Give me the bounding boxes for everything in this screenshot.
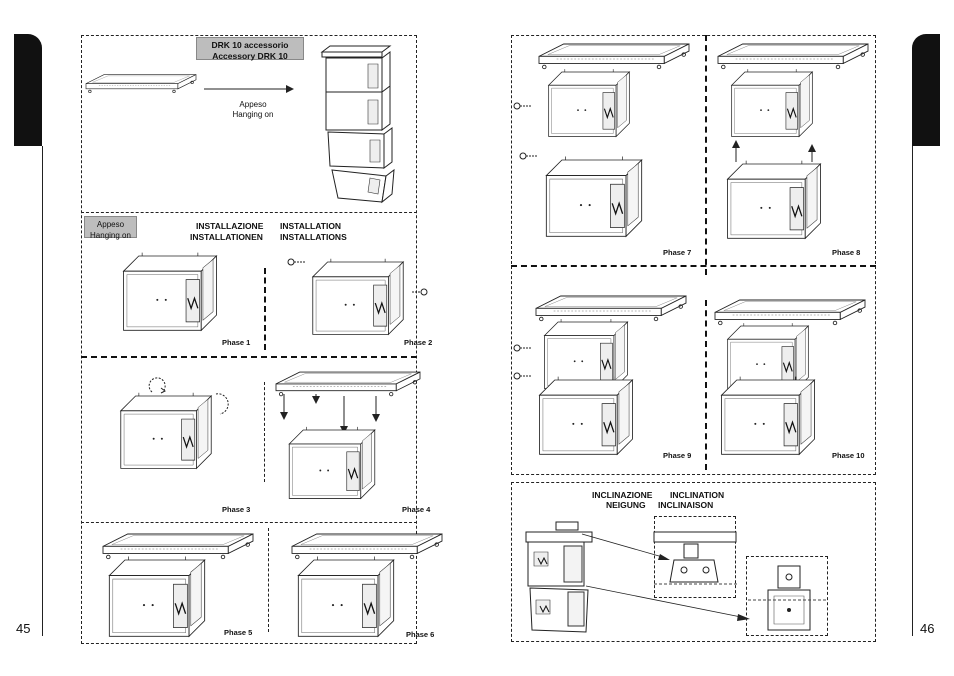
phase-8-label: Phase 8 bbox=[832, 248, 861, 257]
inclination-frame bbox=[511, 482, 876, 642]
right-page-frame-top bbox=[511, 35, 876, 475]
divider bbox=[705, 35, 707, 275]
phase-3-label: Phase 3 bbox=[222, 505, 251, 514]
screw-icon bbox=[412, 288, 428, 296]
tilt-detail-box-2 bbox=[746, 556, 828, 636]
hanging-array-illustration bbox=[318, 44, 398, 204]
phase-10-speaker-bottom bbox=[720, 375, 816, 455]
appeso-caption: Appeso Hanging on bbox=[222, 100, 284, 120]
install-title-fr: INSTALLATIONS bbox=[280, 232, 347, 242]
tilt-title-fr: INCLINAISON bbox=[658, 500, 714, 510]
phase-7-speaker-bottom bbox=[545, 155, 643, 237]
screw-icon bbox=[520, 152, 540, 160]
arrow-right-icon bbox=[204, 85, 294, 93]
screw-icon bbox=[514, 372, 534, 380]
left-page-number: 45 bbox=[16, 621, 31, 636]
right-page-number: 46 bbox=[920, 621, 935, 636]
tilt-detail-1-illustration bbox=[654, 530, 738, 596]
up-arrows-icon bbox=[732, 140, 816, 162]
divider bbox=[511, 265, 876, 267]
phase-8-speaker-top bbox=[731, 68, 813, 138]
tilt-detail-box-1 bbox=[654, 516, 736, 598]
phase-1-illustration bbox=[122, 251, 218, 331]
phase-1-label: Phase 1 bbox=[222, 338, 251, 347]
phase-6-speaker-illustration bbox=[297, 555, 395, 637]
tilt-title-de: NEIGUNG bbox=[606, 500, 646, 510]
right-page-tab bbox=[912, 34, 940, 146]
left-page-tab bbox=[14, 34, 42, 146]
phase-8-frame-illustration bbox=[717, 43, 869, 70]
tilt-title-it: INCLINAZIONE bbox=[592, 490, 653, 500]
screw-icon bbox=[514, 344, 534, 352]
phase-7-speaker-top bbox=[548, 68, 630, 138]
accessory-frame-illustration bbox=[85, 74, 197, 94]
divider bbox=[705, 300, 707, 470]
phase-5-label: Phase 5 bbox=[224, 628, 253, 637]
appeso-caption-line2: Hanging on bbox=[232, 110, 274, 119]
phase-9-label: Phase 9 bbox=[663, 451, 692, 460]
phase-2-label: Phase 2 bbox=[404, 338, 433, 347]
phase-4-speaker-illustration bbox=[288, 426, 376, 500]
divider bbox=[264, 268, 266, 350]
right-page-edge bbox=[912, 146, 913, 636]
screw-icon bbox=[514, 102, 534, 110]
phase-10-label: Phase 10 bbox=[832, 451, 865, 460]
accessory-label-box: DRK 10 accessorio Accessory DRK 10 bbox=[196, 37, 304, 61]
down-arrows-icon bbox=[280, 394, 380, 434]
hanging-tag-line2: Hanging on bbox=[90, 231, 131, 240]
phase-3-illustration bbox=[120, 392, 212, 469]
divider bbox=[81, 356, 417, 358]
screw-icon bbox=[288, 258, 308, 266]
install-title-it: INSTALLAZIONE bbox=[196, 221, 264, 231]
divider bbox=[81, 212, 417, 213]
left-page-edge bbox=[42, 146, 43, 636]
phase-4-label: Phase 4 bbox=[402, 505, 431, 514]
tilt-detail-2-illustration bbox=[748, 560, 828, 634]
phase-2-illustration bbox=[312, 258, 404, 335]
hanging-tag: Appeso Hanging on bbox=[84, 216, 137, 240]
phase-7-label: Phase 7 bbox=[663, 248, 692, 257]
phase-9-speaker-bottom bbox=[538, 375, 634, 455]
install-title-en: INSTALLATION bbox=[280, 221, 342, 231]
tilt-title-en: INCLINATION bbox=[670, 490, 725, 500]
tilt-leader-lines bbox=[580, 530, 750, 621]
rotate-arrow-icon bbox=[148, 376, 168, 396]
divider bbox=[268, 528, 269, 632]
tilt-array-illustration bbox=[522, 518, 598, 638]
phase-7-frame-illustration bbox=[538, 43, 690, 70]
appeso-caption-line1: Appeso bbox=[239, 100, 267, 109]
accessory-label-line1: DRK 10 accessorio bbox=[211, 40, 289, 50]
phase-5-speaker-illustration bbox=[108, 555, 206, 637]
hanging-tag-line1: Appeso bbox=[96, 220, 125, 229]
rotate-arrow-icon bbox=[214, 392, 230, 416]
accessory-label-line2: Accessory DRK 10 bbox=[212, 51, 288, 61]
phase-6-label: Phase 6 bbox=[406, 630, 435, 639]
divider bbox=[81, 522, 417, 523]
left-page-frame bbox=[81, 35, 417, 644]
divider bbox=[264, 382, 265, 482]
install-title-de: INSTALLATIONEN bbox=[190, 232, 263, 242]
phase-8-speaker-bottom bbox=[726, 159, 822, 239]
